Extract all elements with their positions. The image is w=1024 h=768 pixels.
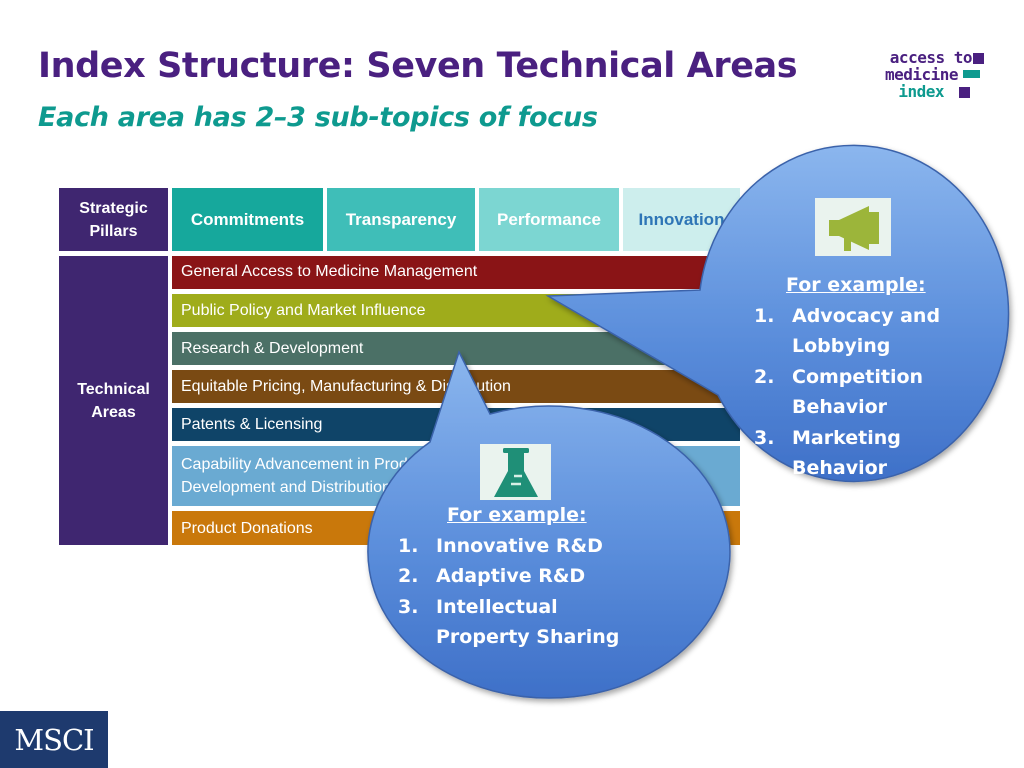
list-item: 3. Intellectual Property Sharing (398, 592, 638, 653)
speech-bubble-bottom (367, 350, 731, 699)
callout-list: 1. Innovative R&D 2. Adaptive R&D 3. Intell… (398, 531, 638, 653)
flask-icon (480, 444, 551, 500)
callout-right-content: For example: 1. Advocacy and Lobbying 2. C… (754, 270, 984, 484)
area-label: Equitable Pricing, Manufacturing & Distr… (181, 378, 511, 395)
list-item: 2. Adaptive R&D (398, 561, 638, 592)
pillar-commitments: Commitments (172, 188, 323, 251)
list-item: 1. Advocacy and Lobbying (754, 301, 984, 362)
list-number: 2. (398, 565, 419, 587)
list-number: 3. (754, 426, 775, 449)
list-item: 3. Marketing Behavior (754, 423, 984, 484)
list-text: Marketing Behavior (792, 426, 901, 480)
pillar-transparency: Transparency (327, 188, 475, 251)
list-text: Intellectual Property Sharing (436, 595, 620, 649)
list-text: Advocacy and Lobbying (792, 304, 941, 358)
megaphone-icon (815, 198, 891, 256)
callout-list: 1. Advocacy and Lobbying 2. Competition Be… (754, 301, 984, 484)
area-label: Public Policy and Market Influence (181, 302, 426, 319)
area-general-access: General Access to Medicine Management (172, 256, 740, 289)
area-label: Patents & Licensing (181, 416, 323, 433)
area-label: Research & Development (181, 340, 364, 357)
speech-bubble-right (545, 144, 1010, 483)
list-text: Adaptive R&D (436, 565, 586, 587)
msci-logo: MSCI (0, 711, 108, 768)
callout-bottom-content: For example: 1. Innovative R&D 2. Adaptive… (398, 500, 638, 653)
strategic-pillars-label: Strategic Pillars (59, 188, 168, 251)
technical-areas-label: Technical Areas (59, 256, 168, 545)
slide-title: Index Structure: Seven Technical Areas (38, 46, 798, 86)
logo-line-1: access to (889, 48, 973, 67)
list-text: Innovative R&D (436, 534, 603, 557)
logo-mark-bottom (959, 87, 970, 98)
list-number: 3. (398, 595, 419, 618)
logo-mark-top (973, 53, 984, 64)
area-label: Product Donations (181, 519, 313, 537)
logo-line-3: index (898, 82, 944, 101)
access-to-medicine-index-logo: access to medicine index (844, 50, 984, 106)
list-number: 1. (754, 304, 775, 327)
list-text: Competition Behavior (792, 365, 924, 419)
list-number: 2. (754, 365, 775, 388)
area-label-line-2: Development and Distribution (181, 479, 391, 496)
list-item: 1. Innovative R&D (398, 531, 638, 562)
area-label-line-1: Capability Advancement in Product (181, 456, 430, 473)
list-item: 2. Competition Behavior (754, 362, 984, 423)
pillar-innovation: Innovation (623, 188, 740, 251)
callout-heading: For example: (447, 504, 587, 526)
logo-line-2: medicine (884, 65, 959, 84)
logo-mark-middle (963, 70, 980, 78)
list-number: 1. (398, 534, 419, 557)
slide-subtitle: Each area has 2–3 sub-topics of focus (38, 102, 598, 133)
pillar-performance: Performance (479, 188, 619, 251)
callout-heading: For example: (786, 274, 926, 296)
area-label: General Access to Medicine Management (181, 263, 478, 280)
